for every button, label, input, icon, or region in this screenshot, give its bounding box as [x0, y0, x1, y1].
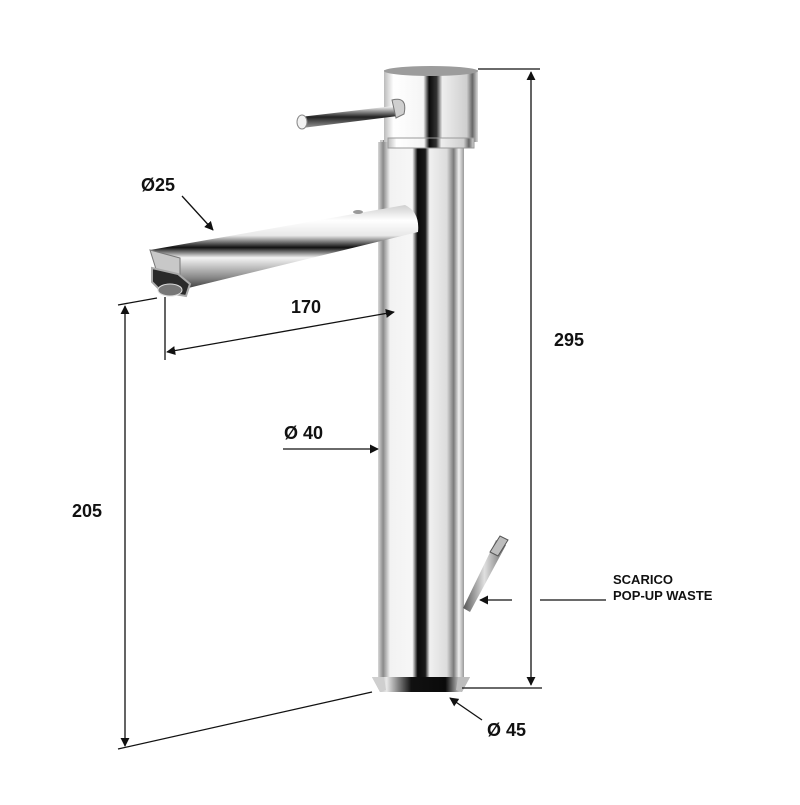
- spout-diameter-label: Ø25: [141, 175, 176, 195]
- base-diameter-label: Ø 45: [487, 720, 527, 740]
- spout-reach-label: 170: [291, 297, 322, 317]
- dimension-lines: [117, 68, 606, 750]
- spout-height-extension-top: [117, 297, 158, 306]
- cap-top: [384, 66, 478, 76]
- body-diameter-label: Ø 40: [284, 423, 324, 443]
- spout-reach-dimension: [166, 308, 395, 356]
- spout-diameter-leader: [181, 195, 214, 231]
- aerator-outlet: [157, 283, 183, 297]
- lever-handle: [300, 106, 398, 128]
- waste-callout-italian: SCARICO: [613, 572, 673, 587]
- spout-screw: [353, 210, 363, 214]
- lever-joint: [391, 98, 406, 119]
- spout-height-label: 205: [72, 501, 103, 521]
- base-left-facet: [372, 677, 386, 692]
- base-right-facet: [456, 677, 470, 692]
- waste-callout-english: POP-UP WASTE: [613, 588, 713, 603]
- base-flange: [372, 677, 470, 692]
- pop-up-knob: [489, 535, 509, 557]
- waste-callout: SCARICO POP-UP WASTE: [613, 572, 712, 604]
- total-height-label: 295: [554, 330, 585, 350]
- spout-height-extension-bottom: [117, 691, 373, 750]
- base-diameter-leader: [449, 697, 483, 721]
- faucet: [149, 66, 509, 692]
- pop-up-rod: [463, 540, 506, 612]
- lever-tip: [296, 114, 308, 130]
- spout: [150, 205, 419, 290]
- cap-ring: [387, 137, 475, 149]
